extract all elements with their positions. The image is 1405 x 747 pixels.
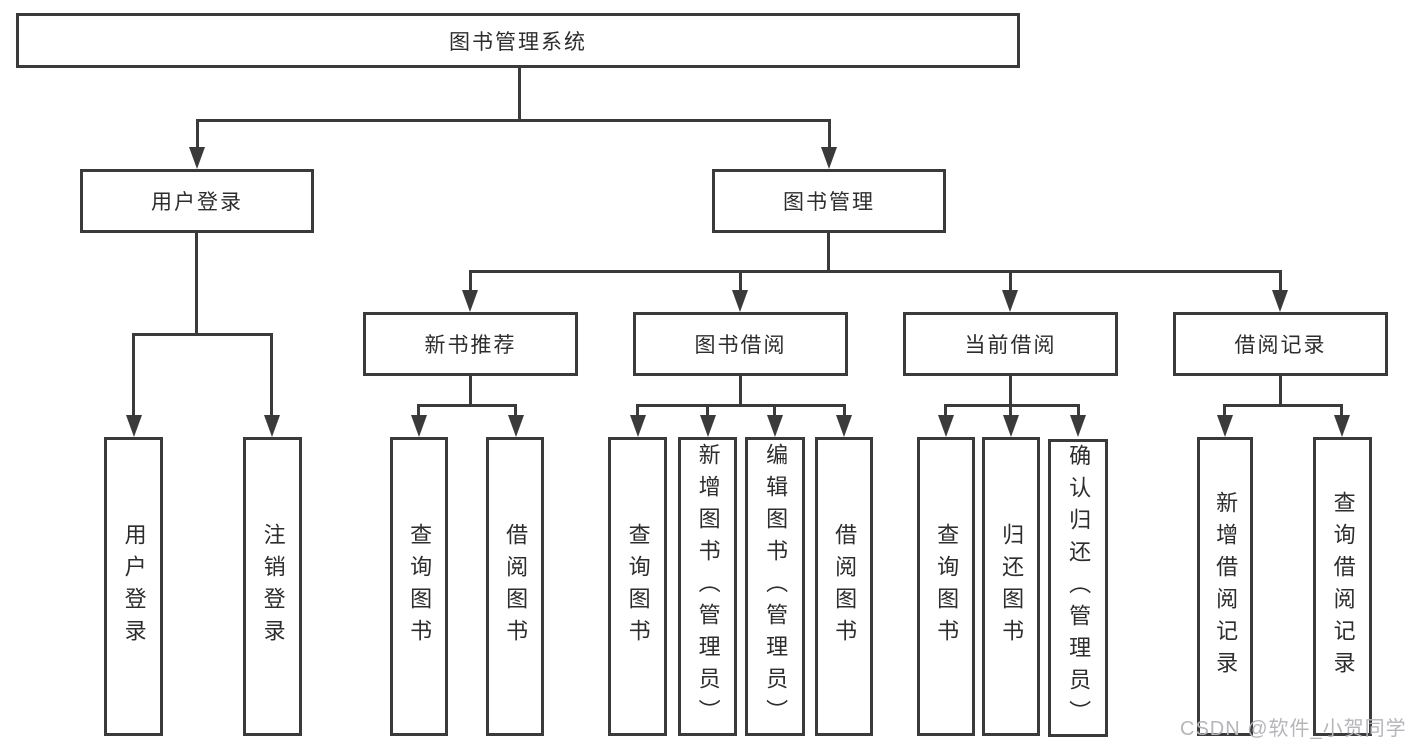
connector-line <box>706 404 709 422</box>
connector-line <box>1279 270 1282 300</box>
leaf-query-books-recommend: 查询图书 <box>390 437 448 736</box>
connector-line <box>1340 404 1343 422</box>
node-label: 新增借阅记录 <box>1213 490 1239 683</box>
node-library-system: 图书管理系统 <box>16 13 1020 68</box>
arrow-down-icon <box>700 415 716 437</box>
leaf-logout: 注销登录 <box>243 437 302 736</box>
node-label: 借阅记录 <box>1234 334 1327 357</box>
connector-line <box>1223 404 1343 407</box>
node-label: 图书借阅 <box>694 334 787 357</box>
csdn-watermark: CSDN @软件_小贺同学 <box>1180 718 1405 740</box>
leaf-confirm-return-admin: 确认归还（管理员） <box>1048 439 1108 737</box>
arrow-down-icon <box>189 147 205 169</box>
node-borrow-records: 借阅记录 <box>1173 312 1388 376</box>
node-label: 查询图书 <box>625 522 651 651</box>
leaf-borrow-books: 借阅图书 <box>815 437 873 736</box>
connector-line <box>195 233 198 335</box>
leaf-query-borrow-record: 查询借阅记录 <box>1313 437 1372 736</box>
node-label: 查询图书 <box>407 522 433 651</box>
node-user-login: 用户登录 <box>80 169 314 233</box>
node-label: 确认归还（管理员） <box>1066 444 1092 732</box>
node-new-book-recommend: 新书推荐 <box>363 312 578 376</box>
arrow-down-icon <box>1070 415 1086 437</box>
connector-line <box>270 333 273 428</box>
node-label: 用户登录 <box>121 522 147 651</box>
connector-line <box>196 119 199 161</box>
connector-line <box>1009 270 1012 300</box>
arrow-down-icon <box>264 415 280 437</box>
connector-line <box>469 270 472 300</box>
arrow-down-icon <box>767 415 783 437</box>
connector-line <box>828 119 831 161</box>
connector-line <box>739 270 742 300</box>
connector-line <box>417 404 420 422</box>
connector-line <box>132 333 135 428</box>
node-label: 图书管理 <box>783 191 875 214</box>
arrow-down-icon <box>821 147 837 169</box>
arrow-down-icon <box>1334 415 1350 437</box>
connector-line <box>1223 404 1226 422</box>
arrow-down-icon <box>836 415 852 437</box>
connector-line <box>944 404 947 422</box>
connector-line <box>469 270 1282 273</box>
connector-line <box>1279 376 1282 406</box>
node-label: 查询借阅记录 <box>1330 490 1356 683</box>
connector-line <box>773 404 776 422</box>
leaf-borrow-books-recommend: 借阅图书 <box>486 437 544 736</box>
arrow-down-icon <box>1002 290 1018 312</box>
leaf-add-books-admin: 新增图书（管理员） <box>678 437 737 736</box>
connector-line <box>196 119 831 122</box>
connector-line <box>636 404 846 407</box>
node-book-management: 图书管理 <box>712 169 946 233</box>
arrow-down-icon <box>126 415 142 437</box>
connector-line <box>469 376 472 406</box>
connector-line <box>514 404 517 422</box>
connector-line <box>1009 404 1012 422</box>
node-book-borrow: 图书借阅 <box>633 312 848 376</box>
arrow-down-icon <box>630 415 646 437</box>
node-label: 当前借阅 <box>964 334 1057 357</box>
arrow-down-icon <box>732 290 748 312</box>
connector-line <box>1009 376 1012 406</box>
arrow-down-icon <box>1003 415 1019 437</box>
connector-line <box>518 68 521 122</box>
node-label: 注销登录 <box>260 522 286 651</box>
node-label: 借阅图书 <box>503 522 529 651</box>
node-label: 新增图书（管理员） <box>695 442 721 731</box>
connector-line <box>417 404 517 407</box>
node-label: 查询图书 <box>934 522 960 651</box>
arrow-down-icon <box>411 415 427 437</box>
leaf-edit-books-admin: 编辑图书（管理员） <box>745 437 805 736</box>
node-label: 借阅图书 <box>832 522 858 651</box>
connector-line <box>827 233 830 273</box>
connector-line <box>636 404 639 422</box>
node-label: 新书推荐 <box>424 334 517 357</box>
node-label: 用户登录 <box>151 191 243 214</box>
node-label: 图书管理系统 <box>449 30 587 54</box>
arrow-down-icon <box>508 415 524 437</box>
leaf-query-books-borrow: 查询图书 <box>608 437 667 736</box>
node-label: 编辑图书（管理员） <box>763 442 789 731</box>
leaf-add-borrow-record: 新增借阅记录 <box>1197 437 1253 736</box>
arrow-down-icon <box>1217 415 1233 437</box>
arrow-down-icon <box>462 290 478 312</box>
connector-line <box>739 376 742 406</box>
arrow-down-icon <box>1272 290 1288 312</box>
leaf-return-books: 归还图书 <box>982 437 1040 736</box>
leaf-user-login: 用户登录 <box>104 437 163 736</box>
connector-line <box>132 333 273 336</box>
leaf-query-books-current: 查询图书 <box>917 437 975 736</box>
connector-line <box>1077 404 1080 422</box>
arrow-down-icon <box>938 415 954 437</box>
connector-line <box>944 404 1080 407</box>
node-label: 归还图书 <box>999 522 1025 651</box>
connector-line <box>843 404 846 422</box>
node-current-borrow: 当前借阅 <box>903 312 1118 376</box>
